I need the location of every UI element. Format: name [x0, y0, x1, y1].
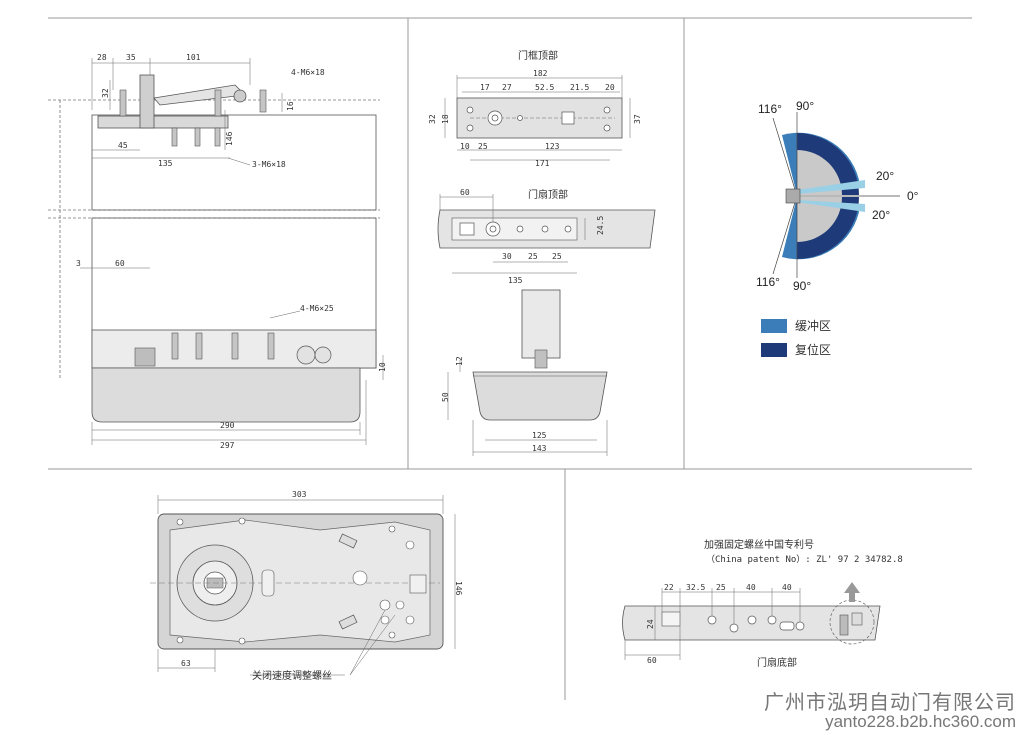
angle-20-lower: 20°: [872, 208, 890, 222]
side-dim-290: 290: [220, 421, 235, 430]
patent-title-cn: 加强固定螺丝中国专利号: [704, 538, 814, 551]
frame-dim-32: 32: [428, 114, 437, 124]
angle-116-bottom: 116°: [756, 275, 780, 289]
frame-dim-27: 27: [502, 83, 512, 92]
bottom-dim-60: 60: [647, 656, 657, 665]
patent-number: （China patent No）: ZL' 97 2 34782.8: [706, 554, 903, 565]
angle-0: 0°: [907, 189, 919, 203]
leaf-dim-25a: 25: [528, 252, 538, 261]
plan-dim-303: 303: [292, 490, 307, 499]
frame-dim-182: 182: [533, 69, 548, 78]
front-dim-12: 12: [455, 356, 464, 366]
angle-90-top: 90°: [796, 99, 814, 113]
side-dim-32: 32: [101, 88, 110, 98]
frame-dim-20: 20: [605, 83, 615, 92]
watermark-url: yanto228.b2b.hc360.com: [825, 712, 1016, 731]
front-dim-125: 125: [532, 431, 547, 440]
leaf-dim-30: 30: [502, 252, 512, 261]
front-view-drawing: 12 50 125 143: [441, 289, 608, 456]
frame-dim-123: 123: [545, 142, 560, 151]
frame-dim-52-5: 52.5: [535, 83, 554, 92]
watermark-company: 广州市泓玥自动门有限公司: [764, 690, 1016, 714]
bottom-dim-24: 24: [646, 619, 655, 629]
side-dim-135: 135: [158, 159, 173, 168]
side-screw-note-top: 4-M6×18: [291, 68, 325, 77]
side-dim-101: 101: [186, 53, 201, 62]
frame-dim-17: 17: [480, 83, 490, 92]
side-dim-146: 146: [225, 131, 234, 146]
side-dim-297: 297: [220, 441, 235, 450]
frame-dim-18: 18: [441, 114, 450, 124]
angle-20-upper: 20°: [876, 169, 894, 183]
legend-label-buffer: 缓冲区: [795, 318, 831, 333]
leaf-dim-25b: 25: [552, 252, 562, 261]
front-dim-50: 50: [441, 392, 450, 402]
plan-view-drawing: 303 146 63 关闭速度调整螺丝: [150, 490, 463, 682]
leaf-bottom-title: 门扇底部: [757, 656, 797, 669]
bottom-dim-40b: 40: [782, 583, 792, 592]
legend-swatch-buffer: [761, 319, 787, 333]
leaf-dim-24-5: 24.5: [596, 216, 605, 235]
leaf-dim-135: 135: [508, 276, 523, 285]
side-dim-16: 16: [286, 101, 295, 111]
frame-dim-25: 25: [478, 142, 488, 151]
side-dim-35: 35: [126, 53, 136, 62]
bottom-dim-25: 25: [716, 583, 726, 592]
frame-dim-171: 171: [535, 159, 550, 168]
bottom-dim-32-5: 32.5: [686, 583, 705, 592]
side-dim-3: 3: [76, 259, 81, 268]
frame-top-drawing: 门框顶部 182 17 27 52.5 21.5 20 32 18 37 10: [428, 49, 642, 168]
side-dim-45: 45: [118, 141, 128, 150]
side-screw-note-low: 4-M6×25: [300, 304, 334, 313]
side-dim-60: 60: [115, 259, 125, 268]
leaf-top-title: 门扇顶部: [528, 188, 568, 201]
front-dim-143: 143: [532, 444, 547, 453]
angle-legend: 缓冲区 复位区: [761, 318, 831, 357]
leaf-bottom-drawing: 加强固定螺丝中国专利号 （China patent No）: ZL' 97 2 …: [622, 538, 903, 669]
legend-swatch-reset: [761, 343, 787, 357]
bottom-dim-40a: 40: [746, 583, 756, 592]
legend-label-reset: 复位区: [795, 342, 831, 357]
side-dim-28: 28: [97, 53, 107, 62]
plan-dim-63: 63: [181, 659, 191, 668]
bottom-dim-22: 22: [664, 583, 674, 592]
frame-top-title: 门框顶部: [518, 49, 558, 62]
angle-zone-diagram: 116° 90° 20° 0° 20° 116° 90°: [756, 99, 919, 293]
frame-dim-37: 37: [633, 114, 642, 124]
panel-dividers: [48, 17, 972, 700]
leaf-top-drawing: 门扇顶部 60 24.5 30 25 25 135: [437, 188, 656, 285]
frame-dim-21-5: 21.5: [570, 83, 589, 92]
leaf-dim-60: 60: [460, 188, 470, 197]
side-screw-note-mid: 3-M6×18: [252, 160, 286, 169]
angle-90-bottom: 90°: [793, 279, 811, 293]
angle-116-top: 116°: [758, 102, 782, 116]
plan-caption: 关闭速度调整螺丝: [252, 669, 332, 682]
plan-dim-146: 146: [454, 581, 463, 596]
side-view-drawing: 28 35 101 32 146 4-M6×18 16 45 135 3-M6×…: [48, 53, 387, 450]
frame-dim-10: 10: [460, 142, 470, 151]
side-dim-10: 10: [378, 362, 387, 372]
